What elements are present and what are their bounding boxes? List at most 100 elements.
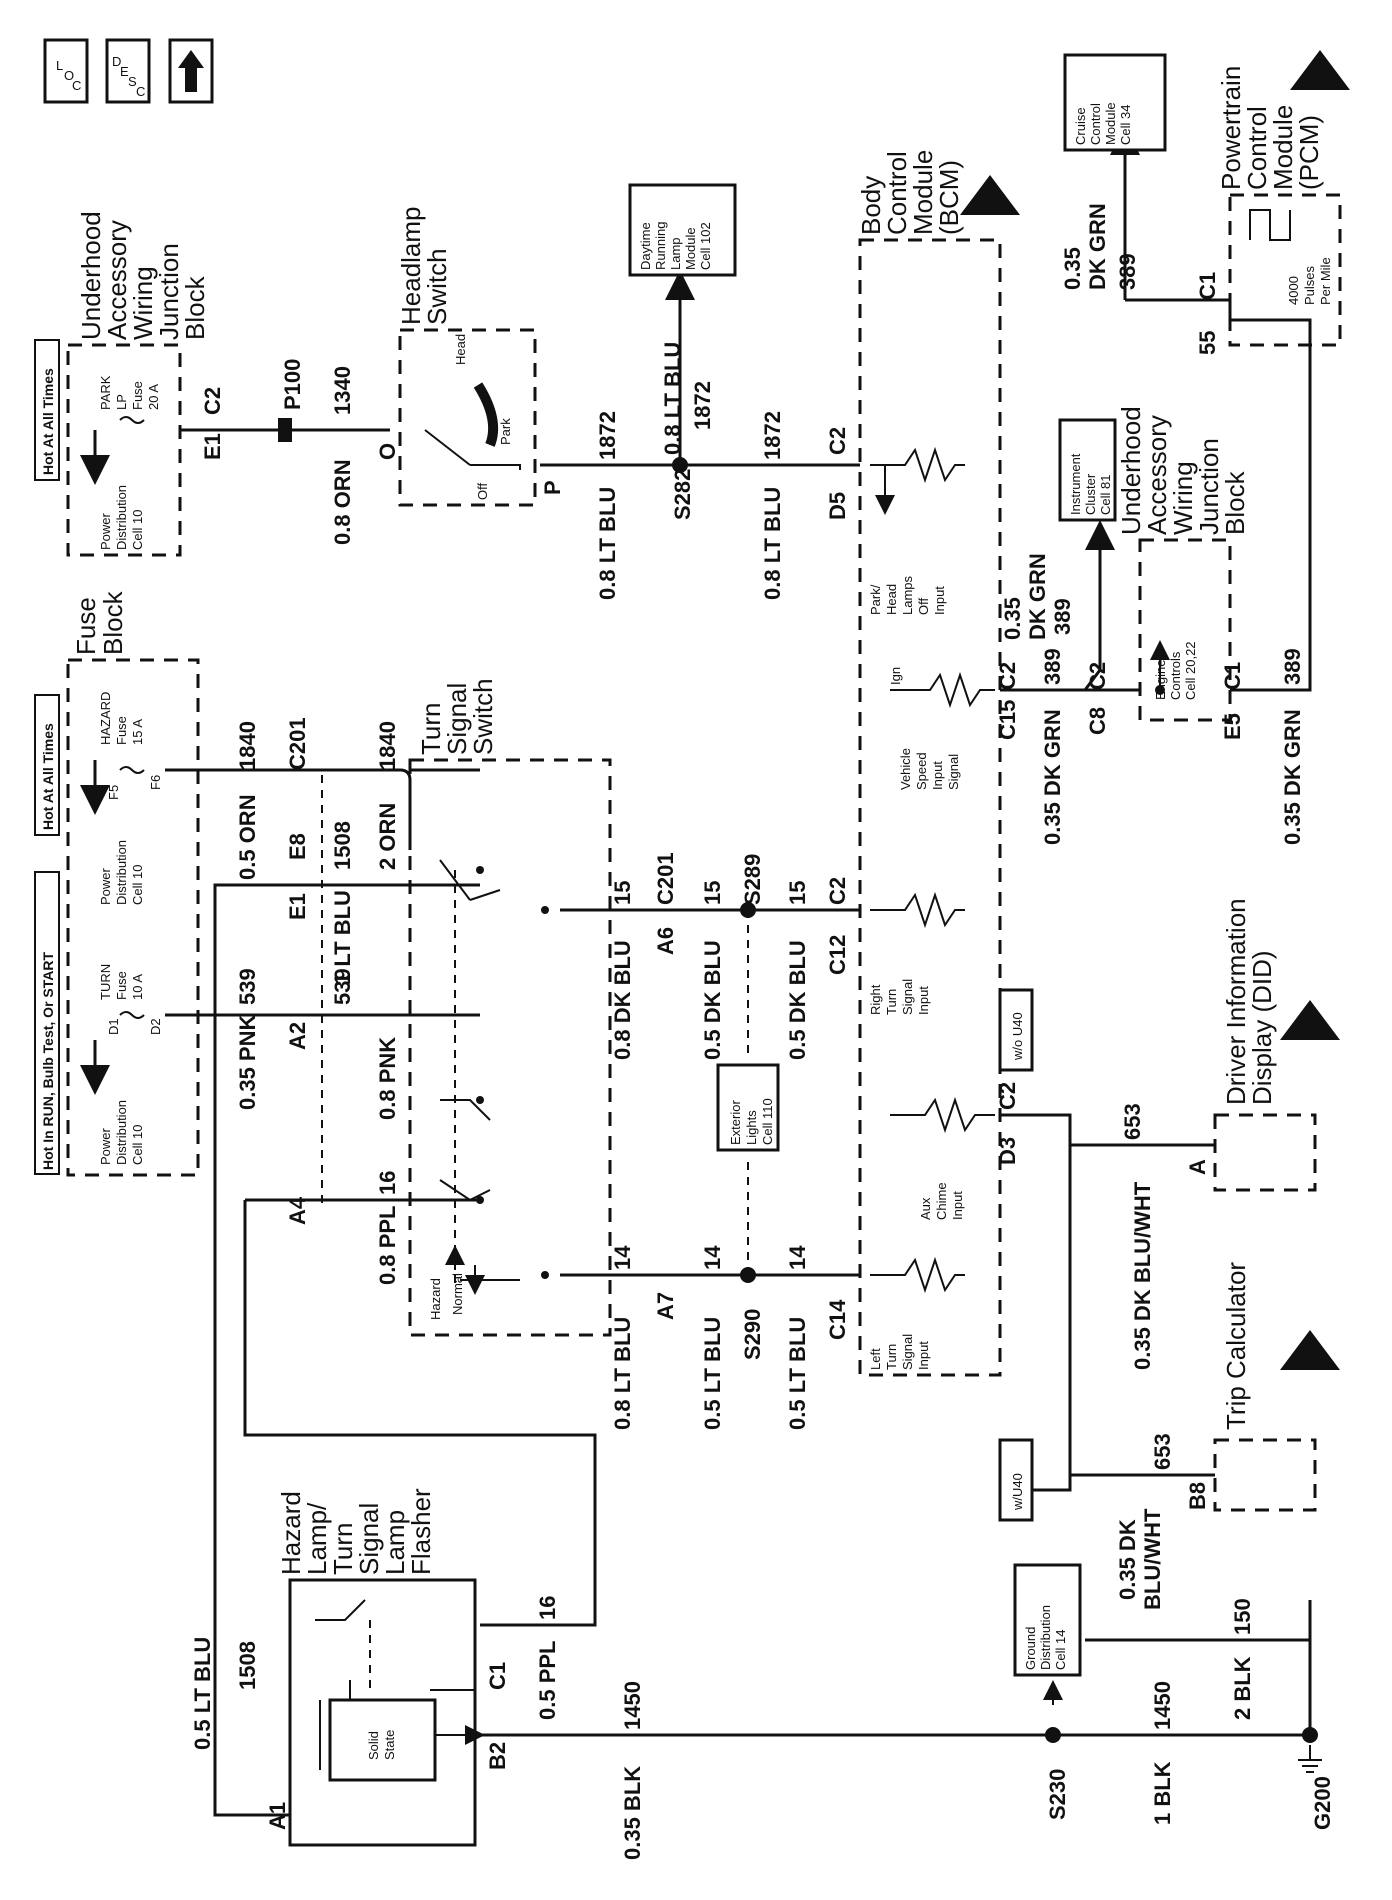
svg-text:Solid: Solid bbox=[366, 1731, 381, 1760]
ground-distribution-box[interactable]: Ground Distribution Cell 14 bbox=[1013, 1563, 1082, 1677]
label-14a: 14 bbox=[610, 1245, 635, 1270]
label-ltblu08c: 0.8 LT BLU bbox=[660, 342, 685, 455]
desc-icon-s: S bbox=[128, 74, 137, 89]
bcm-input-aux-chime: Aux Chime Input bbox=[890, 1096, 995, 1220]
label-c1b: C1 bbox=[1195, 272, 1220, 300]
option-wo-u40: w/o U40 bbox=[998, 988, 1034, 1072]
svg-text:Running: Running bbox=[653, 222, 668, 270]
label-c2c: C2 bbox=[825, 427, 850, 455]
up-arrow-icon[interactable] bbox=[168, 38, 214, 104]
svg-text:Hazard: Hazard bbox=[428, 1278, 443, 1320]
label-1840a: 1840 bbox=[235, 721, 260, 770]
svg-text:Cell 10: Cell 10 bbox=[130, 510, 145, 550]
splice-s230 bbox=[1045, 1727, 1061, 1743]
svg-text:Module: Module bbox=[683, 227, 698, 270]
svg-text:Cell 34: Cell 34 bbox=[1118, 105, 1133, 145]
label-dkgrn035d2: DK GRN bbox=[1085, 203, 1110, 290]
svg-text:Power: Power bbox=[98, 867, 113, 905]
label-dkbluwht2b: BLU/WHT bbox=[1140, 1508, 1165, 1610]
svg-text:Cell 10: Cell 10 bbox=[130, 865, 145, 905]
svg-text:(BCM): (BCM) bbox=[934, 160, 964, 235]
svg-text:Input: Input bbox=[916, 1341, 931, 1370]
label-g200: G200 bbox=[1310, 1776, 1335, 1830]
label-e1a: E1 bbox=[285, 893, 310, 920]
solid-state-box: Solid State bbox=[328, 1698, 437, 1782]
svg-text:Module: Module bbox=[908, 150, 938, 235]
svg-text:Signal: Signal bbox=[900, 1334, 915, 1370]
label-c201a: C201 bbox=[285, 717, 310, 770]
label-ppl08: 0.8 PPL bbox=[375, 1206, 400, 1285]
label-a: A bbox=[1185, 1159, 1210, 1175]
flasher-label: Hazard Lamp/ Turn Signal Lamp Flasher bbox=[276, 1488, 436, 1575]
loc-icon[interactable]: L O C bbox=[43, 38, 89, 104]
svg-text:Fuse: Fuse bbox=[71, 597, 101, 655]
svg-text:Fuse: Fuse bbox=[114, 716, 129, 745]
desc-icon-e: E bbox=[120, 64, 129, 79]
svg-text:Exterior: Exterior bbox=[728, 1100, 743, 1145]
svg-text:Off: Off bbox=[475, 483, 490, 500]
fuse-block-label: Fuse Block bbox=[71, 590, 128, 655]
svg-text:Lamp/: Lamp/ bbox=[302, 1502, 332, 1575]
hot-at-all-times-label-2: Hot At All Times bbox=[34, 339, 60, 481]
label-s282: S282 bbox=[670, 469, 695, 520]
svg-text:Daytime: Daytime bbox=[638, 222, 653, 270]
label-a2: A2 bbox=[285, 1022, 310, 1050]
connector-p100 bbox=[278, 418, 292, 442]
svg-text:Input: Input bbox=[950, 1191, 965, 1220]
svg-text:F6: F6 bbox=[148, 775, 163, 790]
cruise-control-box[interactable]: Cruise Control Module Cell 34 bbox=[1063, 53, 1167, 152]
instrument-cluster-box[interactable]: Instrument Cluster Cell 81 bbox=[1058, 418, 1117, 522]
underhood-junction-block-2 bbox=[1138, 538, 1232, 722]
svg-text:Ign: Ign bbox=[888, 667, 903, 685]
label-1508b: 1508 bbox=[235, 1641, 260, 1690]
label-e1b: E1 bbox=[200, 433, 225, 460]
wire-653 bbox=[1000, 1113, 1072, 1492]
label-e8: E8 bbox=[285, 833, 310, 860]
trip-calculator bbox=[1213, 1438, 1317, 1512]
svg-text:Head: Head bbox=[453, 334, 468, 365]
label-ltblu1: 1 LT BLU bbox=[330, 890, 355, 985]
svg-text:Accessory: Accessory bbox=[102, 220, 132, 340]
ground-g200 bbox=[1302, 1727, 1318, 1743]
hot-at-all-times-label-1: Hot At All Times bbox=[34, 694, 60, 836]
label-c201b: C201 bbox=[653, 852, 678, 905]
svg-text:w/o U40: w/o U40 bbox=[1010, 1012, 1025, 1061]
svg-text:Turn: Turn bbox=[328, 1523, 358, 1576]
label-ltblu05c: 0.5 LT BLU bbox=[190, 1637, 215, 1750]
fuse-block bbox=[66, 658, 200, 1177]
label-dkgrn035d: 0.35 bbox=[1060, 247, 1085, 290]
svg-text:Turn: Turn bbox=[884, 1344, 899, 1370]
label-14b: 14 bbox=[700, 1245, 725, 1270]
bcm-input-left-turn: Left Turn Signal Input bbox=[868, 1256, 965, 1370]
label-s289: S289 bbox=[740, 854, 765, 905]
pcm-pulses: 4000 Pulses Per Mile bbox=[1286, 257, 1333, 305]
label-ltblu05a: 0.5 LT BLU bbox=[700, 1317, 725, 1430]
svg-text:Controls: Controls bbox=[1168, 651, 1183, 700]
svg-text:w/U40: w/U40 bbox=[1010, 1473, 1025, 1511]
label-15c: 15 bbox=[785, 881, 810, 905]
label-1872b: 1872 bbox=[690, 381, 715, 430]
label-a6: A6 bbox=[653, 927, 678, 955]
svg-text:Module: Module bbox=[1103, 102, 1118, 145]
svg-text:Lamps: Lamps bbox=[900, 575, 915, 615]
exterior-lights-box[interactable]: Exterior Lights Cell 110 bbox=[716, 1063, 780, 1152]
label-1450b: 1450 bbox=[1150, 1681, 1175, 1730]
svg-text:Junction: Junction bbox=[1194, 438, 1224, 535]
bcm-module bbox=[858, 238, 1002, 1377]
svg-text:Lamp: Lamp bbox=[380, 1510, 410, 1575]
label-ltblu08a: 0.8 LT BLU bbox=[610, 1317, 635, 1430]
desc-icon[interactable]: D E S C bbox=[105, 38, 151, 104]
drl-module-box[interactable]: Daytime Running Lamp Module Cell 102 bbox=[628, 183, 737, 277]
svg-text:Lights: Lights bbox=[744, 1110, 759, 1145]
svg-text:Cell 10: Cell 10 bbox=[130, 1125, 145, 1165]
label-ltblu05b: 0.5 LT BLU bbox=[785, 1317, 810, 1430]
label-dkbluwht2a: 0.35 DK bbox=[1115, 1519, 1140, 1600]
label-orn2: 2 ORN bbox=[375, 803, 400, 870]
label-16a: 16 bbox=[375, 1171, 400, 1195]
label-pnk035: 0.35 PNK bbox=[235, 1015, 260, 1110]
svg-text:Park/: Park/ bbox=[868, 584, 883, 615]
svg-text:LP: LP bbox=[114, 394, 129, 410]
svg-text:Underhood: Underhood bbox=[76, 211, 106, 340]
label-150: 150 bbox=[1230, 1598, 1255, 1635]
label-1840b: 1840 bbox=[375, 721, 400, 770]
